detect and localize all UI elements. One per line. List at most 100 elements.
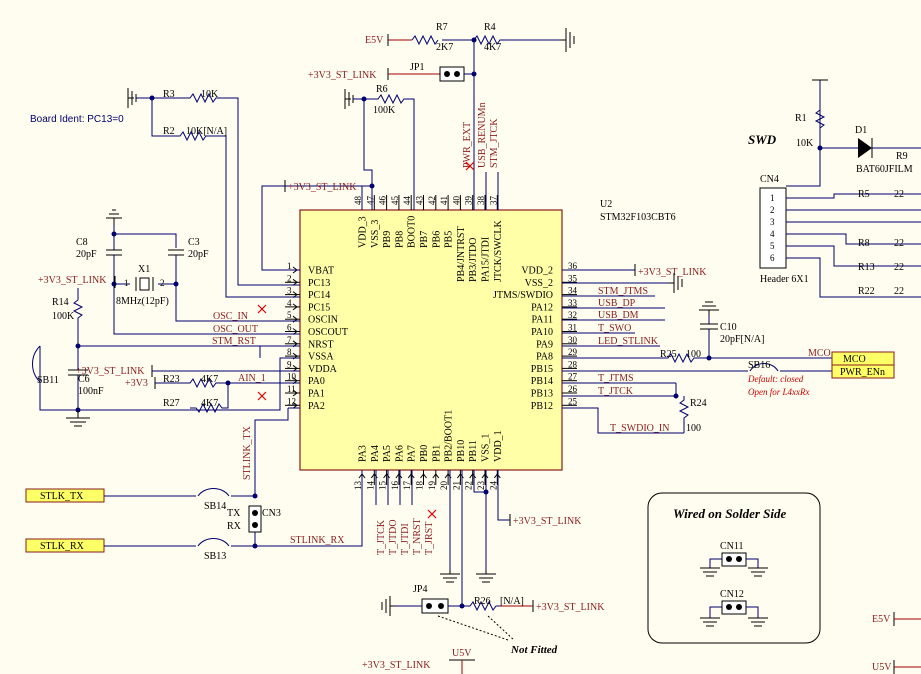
- net-usb-dm: USB_DM: [598, 310, 639, 321]
- chip-pin-name: PA11: [532, 315, 554, 326]
- net-t-swo: T_SWO: [598, 323, 631, 334]
- chip-pin-name: PA7: [407, 445, 418, 462]
- chip-pin-name: PA10: [531, 327, 553, 338]
- cn11-ref: CN11: [720, 541, 744, 552]
- net-mco: MCO: [808, 348, 831, 359]
- r7-body: [411, 34, 439, 46]
- chip-pin-number: 7: [287, 335, 292, 345]
- ground-symbol: [700, 617, 768, 627]
- wire-vdd1: [497, 470, 510, 521]
- chip-part: STM32F103CBT6: [600, 212, 676, 223]
- net-v33-left: +3V3_ST_LINK: [38, 275, 107, 286]
- chip-pin-name: VSS_1: [481, 434, 492, 462]
- chip-pin-name: OSCIN: [308, 315, 338, 326]
- note-open-for: Open for L4xxRx: [748, 387, 809, 397]
- chip-pin-number: 21: [451, 481, 461, 490]
- pin-arrow: [383, 473, 390, 479]
- wire-vss3: [363, 99, 373, 210]
- chip-pin-name: NRST: [308, 339, 334, 350]
- r1-body: [814, 109, 826, 129]
- wire: [473, 470, 486, 493]
- chip-pin-name: VDD_3: [358, 216, 369, 248]
- ground-symbol: [66, 410, 90, 427]
- chip-pin-name: PB5: [444, 231, 455, 248]
- cn12-ref: CN12: [720, 589, 744, 600]
- chip-pin-name: PB0: [419, 445, 430, 462]
- junction: [459, 603, 465, 609]
- r4-value: 4K7: [484, 42, 501, 53]
- chip-pin-number: 24: [488, 481, 498, 491]
- chip-pin-name: PA3: [358, 445, 369, 462]
- net-e5v-br: E5V: [872, 614, 891, 625]
- chip-pin-number: 3: [287, 286, 292, 296]
- pin-arrow: [420, 473, 427, 479]
- net-v33-chip: +3V3_ST_LINK: [288, 182, 357, 193]
- wire-osc-in: [175, 284, 300, 322]
- solder-side-title: Wired on Solder Side: [673, 506, 787, 521]
- sb13-ref: SB13: [204, 551, 226, 562]
- chip-pin-name: PA0: [308, 376, 325, 387]
- chip-pin-name: PB8: [394, 231, 405, 248]
- c3-value: 20pF: [188, 249, 209, 260]
- r14-body: [72, 299, 84, 346]
- sb11-arc: [32, 345, 41, 383]
- sb14-arc: [197, 488, 230, 497]
- r7-ref: R7: [436, 22, 448, 33]
- cn4-pin-number: 2: [770, 205, 775, 215]
- wire: [562, 407, 684, 434]
- chip-pin-number: 26: [568, 384, 578, 394]
- jp4-body: [421, 598, 449, 614]
- sb16-ref: SB16: [748, 360, 770, 371]
- net-t-swdio-in: T_SWDIO_IN: [610, 423, 669, 434]
- pin-arrow: [407, 473, 415, 479]
- chip-pin-name: VSS_2: [525, 278, 553, 289]
- chip-body: [299, 209, 563, 471]
- ground-symbol: [700, 567, 768, 577]
- chip-pin-name: OSCOUT: [308, 327, 348, 338]
- note-arrow: [487, 615, 515, 641]
- pin-arrow: [292, 389, 298, 397]
- wire: [709, 606, 722, 618]
- chip-pin-number: 48: [353, 196, 363, 206]
- chip-pin-name: PC14: [308, 290, 330, 301]
- cn12-body: [721, 600, 747, 615]
- cn3-rx: RX: [227, 521, 242, 532]
- cn11-pin: [726, 556, 732, 562]
- chip-pin-name: PB7: [419, 231, 430, 248]
- chip-pin-number: 44: [402, 196, 412, 206]
- ground-symbol: [560, 28, 575, 52]
- chip-pin-number: 31: [568, 323, 577, 333]
- chip-pin-number: 9: [287, 359, 292, 369]
- net-usb-dp: USB_DP: [598, 298, 636, 309]
- r13-value: 22: [894, 262, 904, 273]
- note-arrow: [437, 615, 509, 641]
- note-default-closed: Default: closed: [747, 374, 804, 384]
- net-t-jtck: T_JTCK: [598, 386, 634, 397]
- net-osc-out: OSC_OUT: [213, 324, 258, 335]
- r6-value: 100K: [373, 105, 396, 116]
- chip-pin-number: 12: [287, 396, 296, 406]
- chip-pin-number: 42: [427, 196, 437, 205]
- pin-arrow: [292, 303, 298, 311]
- chip-pin-number: 47: [365, 196, 375, 206]
- chip-pin-name: PA4: [370, 445, 381, 462]
- d1-value: BAT60JFILM: [856, 164, 913, 175]
- chip-pin-number: 4: [287, 298, 292, 308]
- wire: [786, 193, 921, 199]
- chip-pin-number: 34: [568, 286, 578, 296]
- cn11-body: [721, 552, 747, 567]
- r23-body: [155, 377, 300, 389]
- chip-pin-number: 28: [568, 359, 578, 369]
- pin-arrow: [469, 473, 477, 479]
- chip-pin-number: 18: [415, 481, 425, 491]
- r3-ref: R3: [163, 89, 175, 100]
- chip-pin-number: 27: [568, 372, 578, 382]
- net-stlk-tx: STLK_TX: [40, 491, 84, 502]
- r24-body: [678, 396, 690, 433]
- ground-symbol: [699, 301, 719, 315]
- jp4-pin: [438, 603, 444, 609]
- wire-stlink-rx: [231, 470, 363, 547]
- chip-pin-name: PA12: [531, 302, 553, 313]
- chip-pin-number: 5: [287, 310, 292, 320]
- r26-body: [448, 600, 500, 612]
